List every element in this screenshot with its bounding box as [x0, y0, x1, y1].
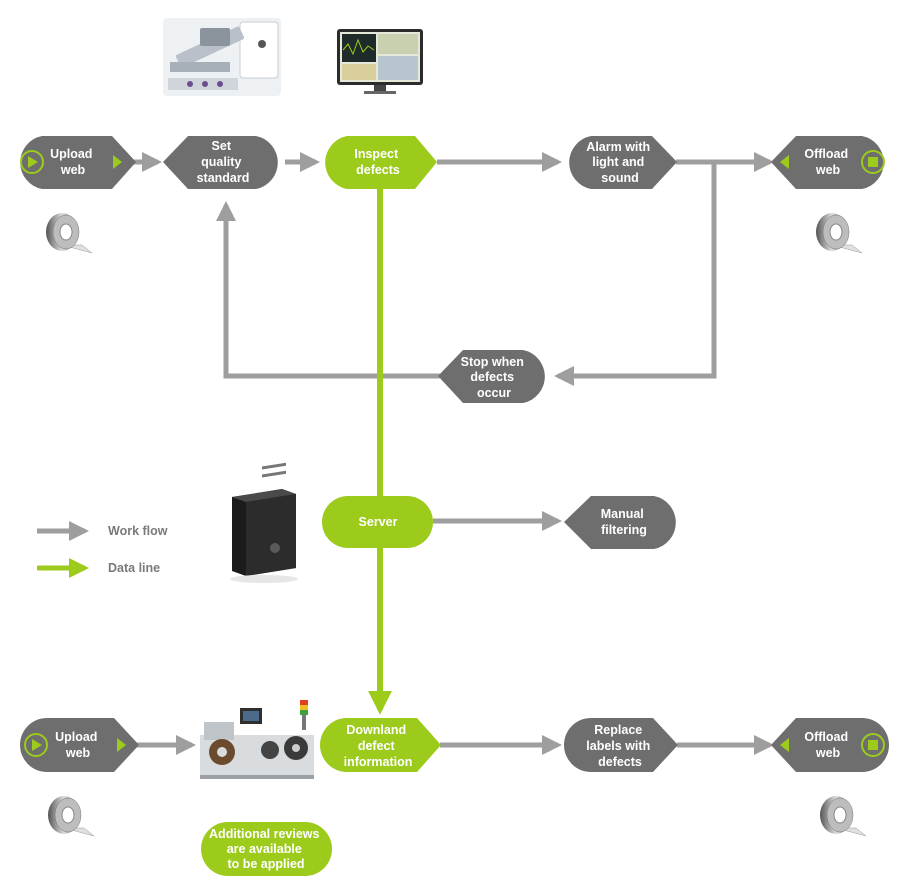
svg-text:Server: Server: [359, 515, 398, 529]
svg-text:Upload web: Upload web: [55, 730, 101, 760]
feedback-stop-to-set: [216, 201, 440, 379]
node-set-quality-standard: Set quality standard: [163, 136, 278, 189]
node-inspect-defects: Inspect defects: [325, 136, 437, 189]
node-stop-when-defects: Stop when defects occur: [438, 350, 545, 403]
node-offload-web-2: Offload web: [771, 718, 889, 772]
label-roll-icon: [46, 213, 93, 254]
inspection-camera-icon: [163, 18, 281, 96]
legend-dataline-label: Data line: [108, 561, 160, 575]
node-download-defect-info: Downland defect information: [320, 718, 441, 772]
svg-text:Replace labels with: Replace labels with defects: [586, 723, 653, 769]
play-icon: [24, 733, 48, 757]
svg-text:Additional reviews are a: Additional reviews are available to be a…: [209, 827, 323, 871]
play-icon: [20, 150, 44, 174]
rewinder-machine-icon: [200, 700, 314, 779]
node-offload-web-1: Offload web: [771, 136, 885, 189]
svg-text:Downland defect in: Downland defect information: [344, 723, 413, 769]
monitor-icon: [337, 29, 423, 94]
node-upload-web-2: Upload web: [20, 718, 139, 772]
label-roll-icon: [820, 796, 867, 837]
label-roll-icon: [48, 796, 95, 837]
svg-text:Offload web: Offload web: [804, 730, 851, 760]
server-tower-icon: [230, 462, 298, 583]
node-replace-labels: Replace labels with defects: [564, 718, 678, 772]
svg-text:Inspect defects: Inspect defects: [354, 147, 401, 177]
node-alarm: Alarm with light and sound: [569, 136, 677, 189]
stop-icon: [861, 733, 885, 757]
svg-text:Alarm with light and: Alarm with light and sound: [586, 140, 653, 185]
svg-text:Set quality standa: Set quality standard: [197, 139, 250, 185]
node-additional-reviews: Additional reviews are available to be a…: [201, 822, 332, 876]
legend-workflow-label: Work flow: [108, 524, 168, 538]
label-roll-icon: [816, 213, 863, 254]
node-server: Server: [322, 496, 433, 548]
node-upload-web-1: Upload web: [20, 136, 137, 189]
feedback-to-stop: [554, 162, 717, 386]
legend: Work flow Data line: [37, 521, 168, 578]
stop-icon: [861, 150, 885, 174]
svg-text:Offload web: Offload web: [804, 147, 851, 177]
workflow-connectors: [130, 152, 774, 755]
node-manual-filtering: Manual filtering: [564, 496, 676, 549]
svg-text:Stop when defects: Stop when defects occur: [461, 355, 528, 400]
svg-text:Manual filtering: Manual filtering: [601, 507, 648, 537]
svg-text:Upload web: Upload web: [50, 147, 96, 177]
